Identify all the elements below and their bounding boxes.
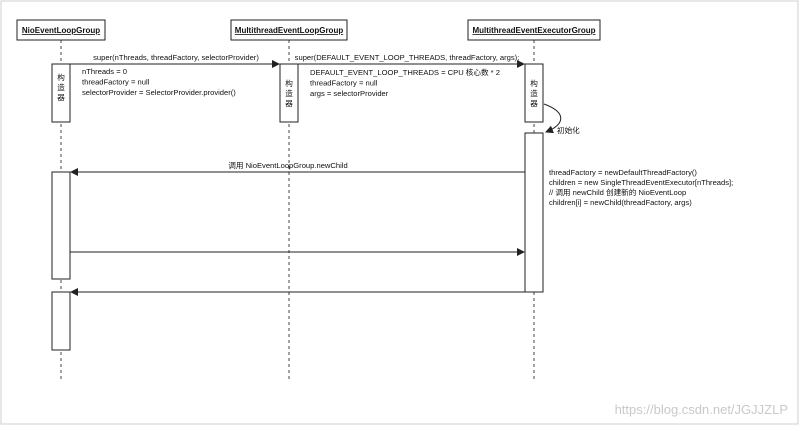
participant-mte-label: MultithreadEventExecutorGroup xyxy=(472,26,595,35)
activation-nio-newchild[interactable] xyxy=(51,171,71,280)
self-call-init-label: 初始化 xyxy=(557,125,580,135)
participant-nio-label: NioEventLoopGroup xyxy=(22,26,100,35)
activation-label-char: 造 xyxy=(285,88,293,98)
message-call-newchild[interactable]: 调用 NioEventLoopGroup.newChild xyxy=(70,161,525,176)
activation-label-char: 构 xyxy=(285,78,293,88)
participant-mte[interactable]: MultithreadEventExecutorGroup xyxy=(467,19,601,41)
activation-nio-constructor-label: 构造器 xyxy=(57,72,65,102)
activation-label-char: 构 xyxy=(530,78,538,88)
participant-mt-label: MultithreadEventLoopGroup xyxy=(235,26,344,35)
note-line: // 调用 newChild 创建新的 NioEventLoop xyxy=(549,187,686,197)
note-line: selectorProvider = SelectorProvider.prov… xyxy=(82,88,236,97)
activation-label-char: 构 xyxy=(57,72,65,82)
note-line: args = selectorProvider xyxy=(310,89,389,98)
note-line: threadFactory = null xyxy=(310,79,378,88)
message-super-nio-to-mt-label: super(nThreads, threadFactory, selectorP… xyxy=(93,53,259,62)
note-mte-init: threadFactory = newDefaultThreadFactory(… xyxy=(549,168,733,207)
activation-label-char: 器 xyxy=(530,99,538,108)
activation-mte-init[interactable] xyxy=(524,132,544,293)
note-line: threadFactory = newDefaultThreadFactory(… xyxy=(549,168,697,177)
activation-mte-constructor-label: 构造器 xyxy=(530,78,538,108)
activation-mte-constructor[interactable]: 构造器 xyxy=(524,63,544,123)
activation-mt-constructor-label: 构造器 xyxy=(285,78,293,108)
note-line: children = new SingleThreadEventExecutor… xyxy=(549,178,733,187)
activation-label-char: 器 xyxy=(285,99,293,108)
activation-label-char: 器 xyxy=(57,93,65,102)
message-super-mt-to-mte[interactable]: super(DEFAULT_EVENT_LOOP_THREADS, thread… xyxy=(295,53,525,68)
note-line: nThreads = 0 xyxy=(82,67,127,76)
activation-nio-final[interactable] xyxy=(51,291,71,351)
message-call-newchild-label: 调用 NioEventLoopGroup.newChild xyxy=(228,161,347,170)
participant-nio[interactable]: NioEventLoopGroup xyxy=(16,19,106,41)
note-line: DEFAULT_EVENT_LOOP_THREADS = CPU 核心数 * 2 xyxy=(310,67,500,77)
activation-label-char: 造 xyxy=(57,82,65,92)
note-line: children[i] = newChild(threadFactory, ar… xyxy=(549,198,692,207)
watermark: https://blog.csdn.net/JGJJZLP xyxy=(615,402,788,417)
message-super-mt-to-mte-label: super(DEFAULT_EVENT_LOOP_THREADS, thread… xyxy=(295,53,520,62)
note-mt-params: DEFAULT_EVENT_LOOP_THREADS = CPU 核心数 * 2… xyxy=(310,67,500,98)
activation-mt-constructor[interactable]: 构造器 xyxy=(279,63,299,123)
self-call-init[interactable]: 初始化 xyxy=(543,103,580,135)
participant-mt[interactable]: MultithreadEventLoopGroup xyxy=(230,19,348,41)
activation-nio-constructor[interactable]: 构造器 xyxy=(51,63,71,123)
note-line: threadFactory = null xyxy=(82,78,150,87)
activation-label-char: 造 xyxy=(530,88,538,98)
message-super-nio-to-mt[interactable]: super(nThreads, threadFactory, selectorP… xyxy=(70,53,280,68)
